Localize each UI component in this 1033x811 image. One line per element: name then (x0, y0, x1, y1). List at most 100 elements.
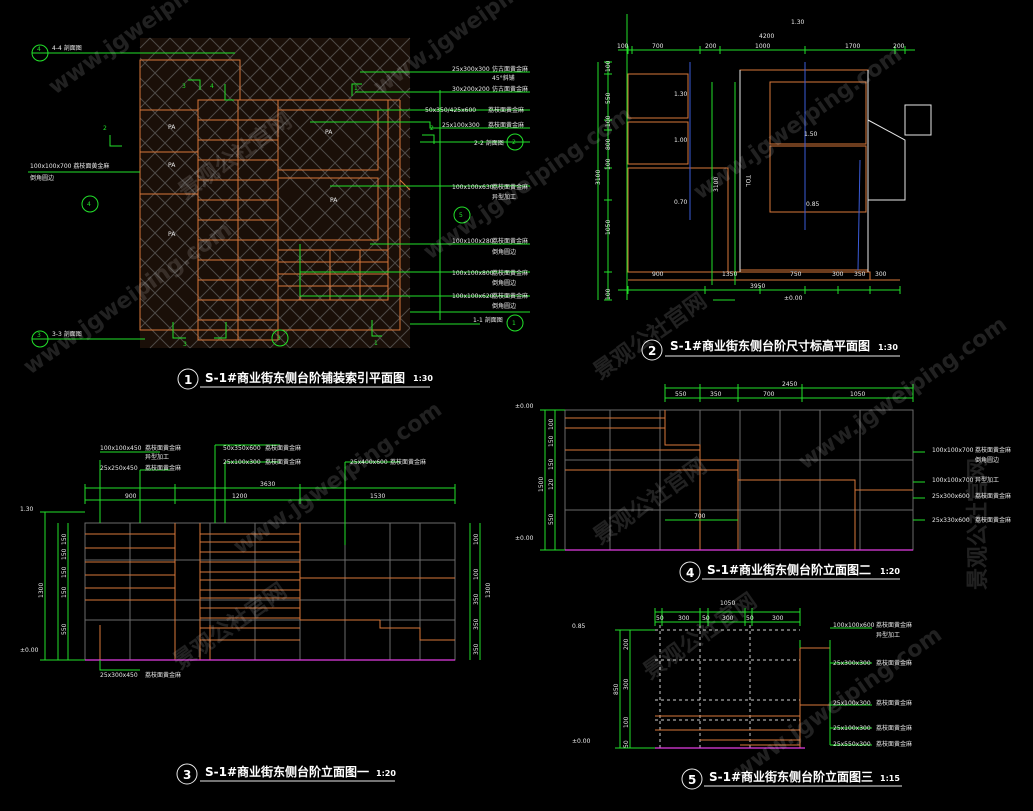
drawing-number: 5 (688, 773, 696, 787)
top-dim: 300 (722, 615, 734, 622)
note-mat: 荔枝面黄金麻 (975, 516, 1011, 524)
note-dim: 25x300x300 (833, 660, 871, 667)
elev4-steps (565, 410, 913, 550)
drawing-title: S-1#商业街东侧台阶立面图二 (707, 562, 871, 577)
pa-label: PA (168, 162, 176, 169)
note-dim: 25x330x600 (932, 517, 970, 524)
section-mark-4 (224, 84, 234, 101)
left-dim: 100 (605, 288, 612, 300)
left-height: 150 (61, 586, 68, 598)
callout-mat: 荔枝面黄金麻 (492, 237, 528, 245)
left-height: 150 (61, 548, 68, 560)
section-mark-2 (109, 135, 122, 147)
drawing-title: S-1#商业街东侧台阶立面图一 (205, 764, 369, 779)
note-dim: 50x350x600 (223, 445, 261, 452)
top-dim: 700 (652, 43, 664, 50)
overall-height: 1300 (485, 583, 492, 598)
section-mark-1 (351, 83, 362, 96)
dim: 1530 (370, 493, 385, 500)
callout-dim: 25x100x300 (442, 122, 480, 129)
elev-mark: 1.50 (804, 131, 818, 138)
plan1-pa-labels: PA PA PA PA PA (168, 124, 338, 238)
mark-num: 1 (374, 340, 378, 347)
section-mark-1b (371, 320, 382, 337)
note-dim: 25x250x450 (100, 465, 138, 472)
left-height: 120 (548, 478, 555, 490)
callout-dim: 100x100x800 (452, 270, 494, 277)
note-mat: 荔枝面黄金麻 (145, 444, 181, 452)
watermark: www.jgweiping.com (229, 397, 447, 560)
top-dim: 550 (675, 391, 687, 398)
watermark: 景观公社官网 (965, 458, 991, 590)
plan1-callouts: 25x300x300 仿古面黄金麻 45°斜铺 30x200x200 仿古面黄金… (425, 65, 528, 324)
drawing-number: 4 (686, 566, 694, 580)
left-note-mat: 倒角圆边 (30, 174, 54, 182)
left-height: 550 (61, 623, 68, 635)
note-dim: 25x550x300 (833, 741, 871, 748)
callout-mat: 异型加工 (492, 193, 516, 201)
callout-dim: 50x350/425x600 (425, 107, 476, 114)
callout-mat: 荔枝面黄金麻 (492, 183, 528, 191)
left-height: 150 (61, 533, 68, 545)
mark-num: 3 (182, 83, 186, 90)
note-mat: 异型加工 (145, 453, 169, 461)
elev-mark: 1.00 (674, 137, 688, 144)
elev-mark: 0.70 (674, 199, 688, 206)
callout-mat: 荔枝面黄金麻 (488, 121, 524, 129)
right-height: 350 (473, 593, 480, 605)
section-22-label: 2-2 剖面图 (474, 139, 504, 147)
note-mat: 荔枝面黄金麻 (876, 659, 912, 667)
left-height: 150 (548, 435, 555, 447)
top-dim: 100 (617, 43, 629, 50)
callout-mat: 荔枝面黄金麻 (492, 292, 528, 300)
drawing-1-plan: PA PA PA PA PA 2 3 4 1 3 1 2 (28, 37, 530, 390)
left-note-dim: 100x100x700 荔枝面黄金麻 (30, 162, 109, 170)
mark-num: 1 (354, 85, 358, 92)
left-height: 150 (61, 566, 68, 578)
bottom-dim: 900 (652, 271, 664, 278)
left-dim: 100 (605, 60, 612, 72)
pa-label: PA (168, 124, 176, 131)
note-mat: 荔枝面黄金麻 (145, 464, 181, 472)
left-height: 550 (548, 513, 555, 525)
callout-mat: 45°斜铺 (492, 74, 515, 82)
overall-left-dim: 3100 (595, 170, 602, 185)
drawing-scale: 1:30 (413, 374, 433, 383)
plan2-inner-lines (739, 70, 932, 272)
note-mat: 荔枝面黄金麻 (145, 671, 181, 679)
elev-mark: 1.30 (674, 91, 688, 98)
drawing-3-title: 3 S-1#商业街东侧台阶立面图一 1:20 (176, 763, 396, 785)
elev-mark: ±0.00 (784, 295, 803, 302)
callout-mat: 荔枝面黄金麻 (488, 106, 524, 114)
note-dim: 25x400x600 (350, 459, 388, 466)
level-base: ±0.00 (572, 738, 591, 745)
top-dim: 300 (678, 615, 690, 622)
elev-mark: 0.85 (806, 201, 820, 208)
drawing-title: S-1#商业街东侧台阶尺寸标高平面图 (670, 338, 870, 353)
note-dim: 25x100x300 (223, 459, 261, 466)
drawing-title: S-1#商业街东侧台阶立面图三 (709, 769, 873, 784)
callout-dim: 100x100x630 (452, 184, 494, 191)
bottom-dim: 750 (790, 271, 802, 278)
svg-text:4: 4 (87, 201, 91, 208)
bottom-dim: 300 (832, 271, 844, 278)
note-dim: 100x100x450 (100, 445, 142, 452)
inner-dim-label: TOL (744, 174, 751, 187)
elev5-dims (615, 608, 872, 749)
dim: 1200 (232, 493, 247, 500)
note-dim: 100x100x600 (833, 622, 875, 629)
drawing-number: 1 (184, 373, 192, 387)
drawing-2-title: 2 S-1#商业街东侧台阶尺寸标高平面图 1:30 (641, 338, 900, 361)
note-dim: 25x300x600 (932, 493, 970, 500)
level-base: ±0.00 (515, 535, 534, 542)
right-height: 350 (473, 643, 480, 655)
overall-height: 1500 (538, 477, 545, 492)
left-height: 100 (548, 418, 555, 430)
callout-mat: 仿古面黄金麻 (492, 85, 528, 93)
top-dim: 1050 (850, 391, 865, 398)
left-height: 50 (623, 740, 630, 748)
note-dim: 25x100x300 (833, 725, 871, 732)
plan1-paving-outline (139, 59, 411, 341)
section-44-label: 4-4 剖面图 (52, 44, 82, 52)
